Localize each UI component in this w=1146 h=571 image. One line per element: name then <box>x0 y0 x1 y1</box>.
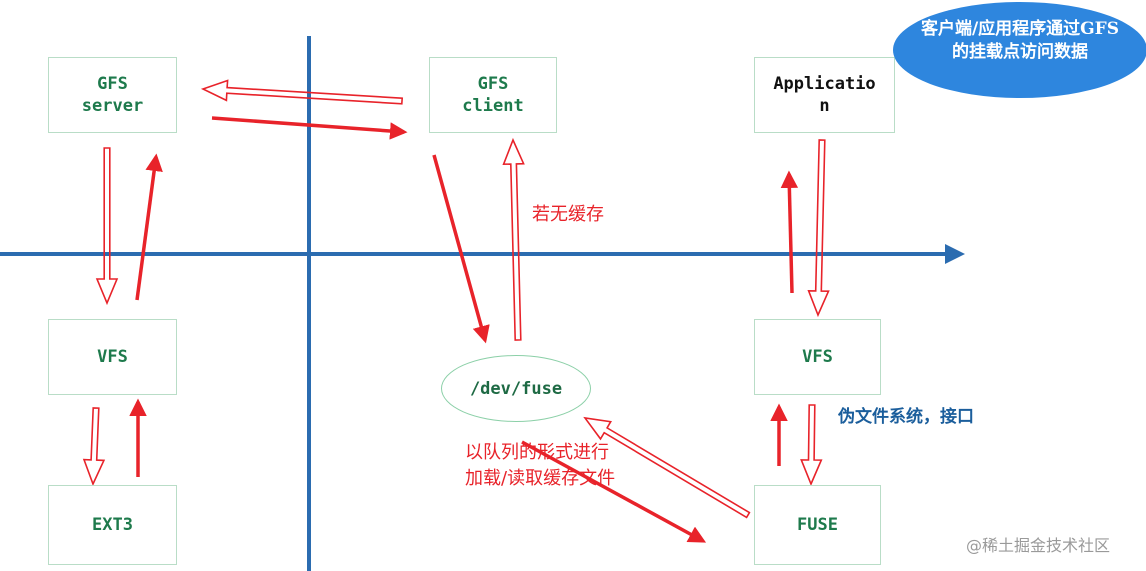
callout-line-1: 客户端/应用程序通过GFS <box>920 19 1120 39</box>
arrow-vfs-to-ext3 <box>82 407 106 487</box>
callout-bubble: 客户端/应用程序通过GFS 的挂载点访问数据 <box>893 2 1146 98</box>
vfs-left-box: VFS <box>48 319 177 395</box>
application-box: Applicatio n <box>754 57 895 133</box>
application-label: Applicatio n <box>773 74 876 116</box>
arrow-server-to-client <box>211 116 408 140</box>
vfs-left-label: VFS <box>97 347 128 367</box>
arrow-devfuse-to-client <box>502 137 525 341</box>
arrow-server-to-vfs <box>95 147 119 306</box>
arrow-vfs-to-application <box>780 170 799 294</box>
gfs-server-label: GFS server <box>81 74 144 116</box>
fuse-box: FUSE <box>754 485 881 565</box>
arrow-vfs-to-fuse <box>800 404 823 487</box>
dev-fuse-node: /dev/fuse <box>441 355 591 422</box>
callout-line-2: 的挂载点访问数据 <box>952 42 1088 62</box>
dev-fuse-label: /dev/fuse <box>469 378 563 399</box>
arrow-vfs-to-server <box>135 153 163 301</box>
vfs-right-box: VFS <box>754 319 881 395</box>
vfs-right-label: VFS <box>802 347 833 367</box>
gfs-server-box: GFS server <box>48 57 177 133</box>
queue-note-line-1: 以队列的形式进行 <box>465 442 609 463</box>
arrow-client-to-server <box>200 79 404 105</box>
hollow-arrows <box>82 79 830 519</box>
arrow-application-to-vfs <box>807 139 830 318</box>
ext3-label: EXT3 <box>92 515 133 535</box>
fuse-label: FUSE <box>797 515 838 535</box>
queue-note-line-2: 加载/读取缓存文件 <box>465 468 616 489</box>
pseudo-fs-note: 伪文件系统，接口 <box>838 407 974 427</box>
gfs-client-label: GFS client <box>462 74 524 116</box>
gfs-client-box: GFS client <box>429 57 557 133</box>
watermark: @稀土掘金技术社区 <box>966 536 1111 555</box>
queue-note: 以队列的形式进行 加载/读取缓存文件 <box>465 440 615 492</box>
no-cache-note: 若无缓存 <box>532 204 604 225</box>
ext3-box: EXT3 <box>48 485 177 565</box>
arrow-fuse-to-devfuse <box>583 416 751 519</box>
arrow-devfuse-to-fuse <box>521 440 707 543</box>
arrow-client-to-devfuse <box>432 154 490 344</box>
